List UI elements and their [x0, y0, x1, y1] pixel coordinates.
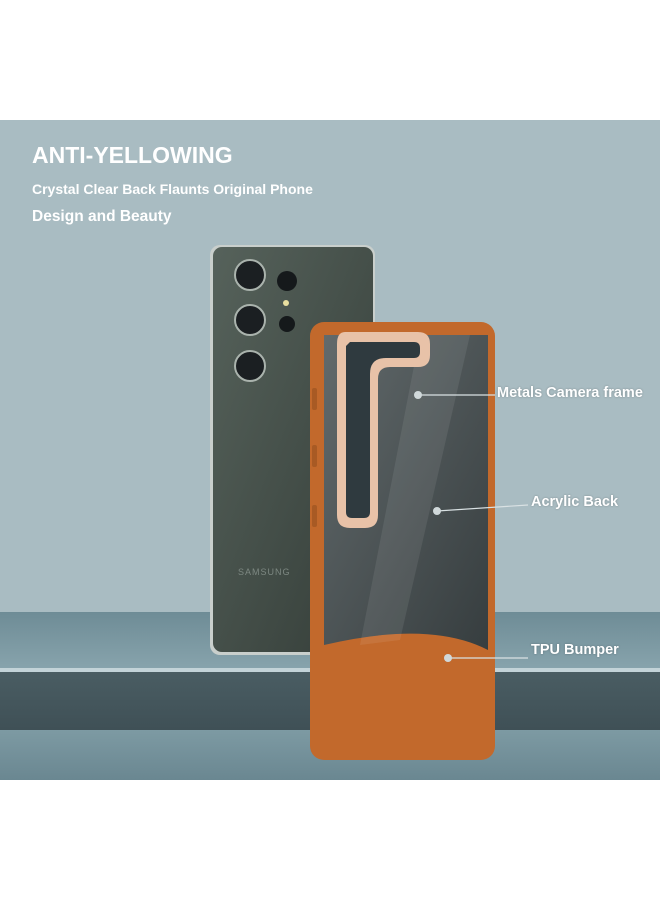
- callout-acrylic-back: Acrylic Back: [531, 494, 619, 510]
- camera-lens-icons: [234, 259, 297, 382]
- callout-tpu-bumper: TPU Bumper: [531, 642, 619, 658]
- callout-lines: [418, 394, 529, 659]
- callout-dot: [433, 507, 441, 515]
- page-title: ANTI-YELLOWING: [32, 142, 233, 168]
- subtitle-line-2: Design and Beauty: [32, 208, 172, 225]
- subtitle-line-1: Crystal Clear Back Flaunts Original Phon…: [32, 181, 313, 197]
- callout-camera-frame: Metals Camera frame: [497, 385, 643, 401]
- phone-case: [310, 322, 495, 760]
- callout-dot: [414, 391, 422, 399]
- product-scene: SAMSUNG ANTI-YELLOWING Crystal Clear Bac…: [0, 120, 660, 780]
- product-illustration: SAMSUNG: [210, 245, 529, 760]
- callout-dot: [444, 654, 452, 662]
- phone-brand: SAMSUNG: [238, 567, 291, 577]
